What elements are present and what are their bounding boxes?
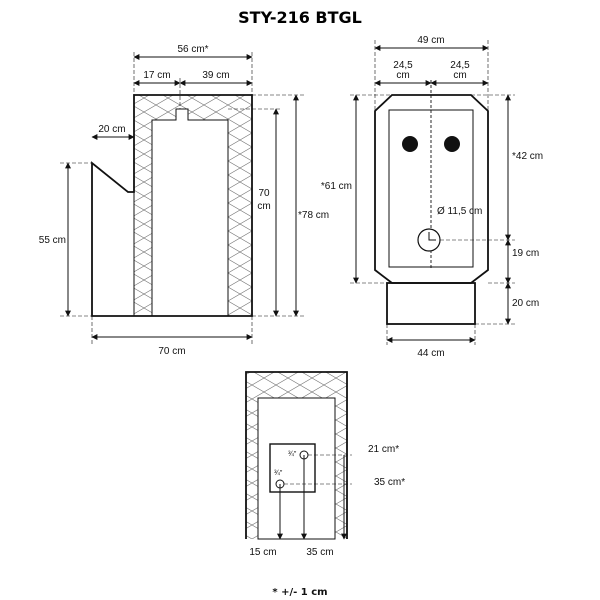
dim-base-width: 44 cm	[417, 348, 444, 359]
side-view: 56 cm* 17 cm 39 cm 20 cm 55 cm 70 cm *78…	[39, 44, 329, 357]
dim-front-width: 49 cm	[417, 35, 444, 46]
side-body-outline	[91, 94, 253, 317]
dim-upper-height: *42 cm	[512, 151, 543, 162]
dim-half-left-unit: cm	[396, 70, 409, 81]
dim-inner-height-unit: cm	[257, 201, 270, 212]
dim-body-height: *61 cm	[321, 181, 352, 192]
dim-right-offset: 35 cm	[306, 547, 333, 558]
dim-half-right-unit: cm	[453, 70, 466, 81]
dim-inner-height-value: 70	[258, 188, 270, 199]
footnote: * +/- 1 cm	[272, 587, 327, 598]
dim-right-part: 39 cm	[202, 70, 229, 81]
front-hole-right	[444, 136, 460, 152]
back-view: ¾" ¾" 21 cm* 35 cm* 15 cm 35 cm	[245, 371, 405, 558]
back-body-outline	[245, 371, 348, 539]
dim-left-part: 17 cm	[143, 70, 170, 81]
front-base	[386, 282, 476, 325]
front-view: 49 cm 24,5 cm 24,5 cm *61 cm *42 cm Ø 11…	[321, 35, 543, 359]
dim-half-right-value: 24,5	[450, 60, 470, 71]
front-dial-hands	[428, 232, 436, 241]
dim-step: 20 cm	[98, 124, 125, 135]
dim-upper-connection: 21 cm*	[368, 444, 399, 455]
dim-top-width: 56 cm*	[177, 44, 208, 55]
back-pipe-label-bottom: ¾"	[274, 470, 283, 477]
dim-hole-diameter: Ø 11,5 cm	[437, 206, 482, 217]
dim-front-height: 55 cm	[39, 235, 66, 246]
dim-lower-connection: 35 cm*	[374, 477, 405, 488]
front-body-outline	[374, 94, 489, 284]
dim-total-height: *78 cm	[298, 210, 329, 221]
front-hole-left	[402, 136, 418, 152]
page-title: STY-216 BTGL	[238, 8, 362, 27]
side-inner-chamber	[151, 108, 229, 317]
dim-base-height: 20 cm	[512, 298, 539, 309]
dim-half-left-value: 24,5	[393, 60, 413, 71]
dim-base-width: 70 cm	[158, 346, 185, 357]
dim-left-offset: 15 cm	[249, 547, 276, 558]
dim-hole-height: 19 cm	[512, 248, 539, 259]
back-pipe-label-top: ¾"	[288, 451, 297, 458]
